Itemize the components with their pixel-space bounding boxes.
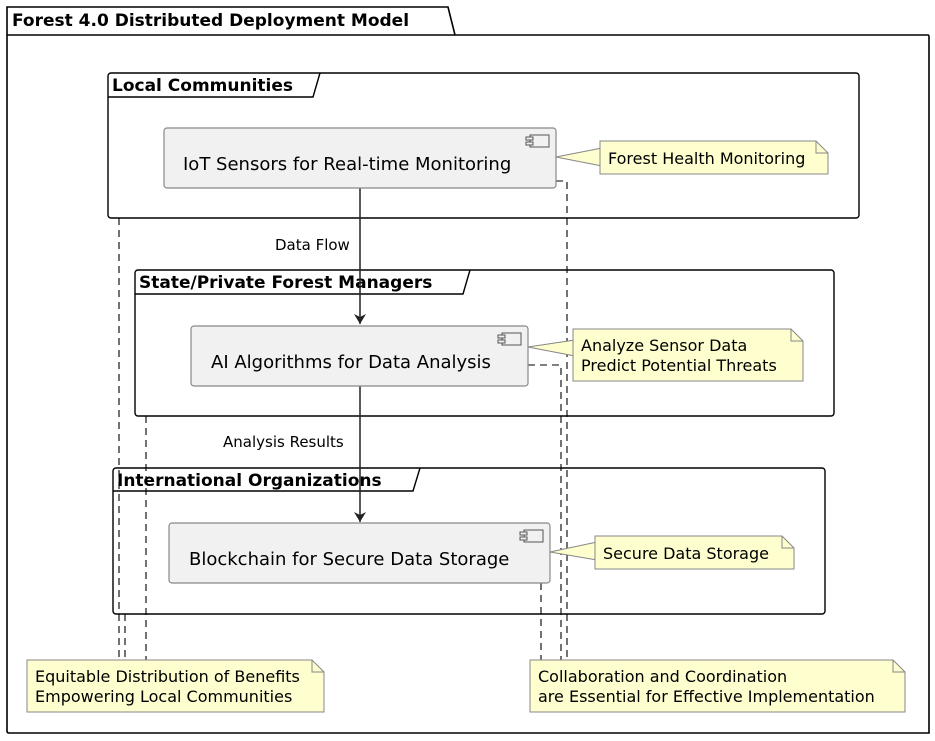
package-international-organizations: International Organizations (112, 467, 826, 615)
component-label: AI Algorithms for Data Analysis (211, 352, 491, 373)
note-collaboration: Collaboration and Coordination are Essen… (529, 659, 906, 713)
package-local-communities: Local Communities (107, 72, 860, 219)
package-title: State/Private Forest Managers (139, 273, 432, 293)
note-line: Empowering Local Communities (35, 687, 292, 706)
note-line: Collaboration and Coordination (538, 667, 787, 686)
component-icon (525, 134, 550, 148)
package-title: Local Communities (112, 76, 293, 96)
component-iot-sensors: IoT Sensors for Real-time Monitoring (163, 127, 557, 189)
package-state-private-forest-managers: State/Private Forest Managers (134, 269, 835, 417)
dashed-connectors (118, 180, 568, 660)
edge-label-data-flow: Data Flow (275, 236, 350, 254)
component-label: Blockchain for Secure Data Storage (189, 549, 509, 570)
component-label: IoT Sensors for Real-time Monitoring (183, 154, 511, 175)
note-line: Equitable Distribution of Benefits (35, 667, 300, 686)
note-forest-health: Forest Health Monitoring (599, 140, 829, 175)
component-icon (497, 332, 522, 346)
package-title: International Organizations (117, 471, 382, 491)
note-line: are Essential for Effective Implementati… (538, 687, 875, 706)
note-line: Analyze Sensor Data (581, 336, 747, 355)
edge-label-analysis-results: Analysis Results (223, 433, 344, 451)
note-line: Forest Health Monitoring (608, 149, 805, 168)
note-line: Secure Data Storage (603, 544, 769, 563)
component-blockchain: Blockchain for Secure Data Storage (168, 522, 551, 584)
frame-title: Forest 4.0 Distributed Deployment Model (12, 11, 409, 31)
flow-arrows: Data Flow Analysis Results (223, 188, 366, 522)
note-secure-storage: Secure Data Storage (594, 535, 795, 570)
component-ai-algorithms: AI Algorithms for Data Analysis (190, 325, 529, 387)
note-analyze-predict: Analyze Sensor Data Predict Potential Th… (572, 328, 804, 382)
outer-frame: Forest 4.0 Distributed Deployment Model (6, 6, 930, 734)
note-equitable-distribution: Equitable Distribution of Benefits Empow… (26, 659, 325, 713)
component-icon (519, 529, 544, 543)
note-line: Predict Potential Threats (581, 356, 777, 375)
